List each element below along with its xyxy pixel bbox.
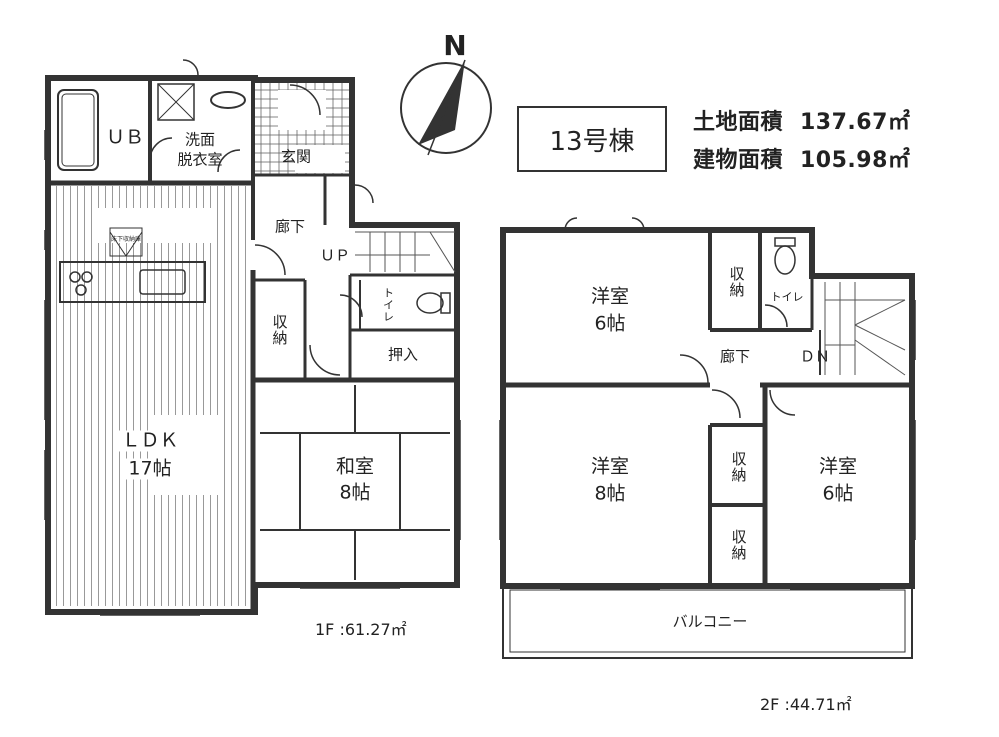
hallway-2f-label: 廊下 bbox=[719, 347, 751, 366]
compass bbox=[400, 59, 492, 156]
bathtub bbox=[57, 89, 99, 171]
balcony-outline bbox=[502, 585, 913, 659]
floor1-area: 1F :61.27㎡ bbox=[315, 620, 407, 639]
floor1-plan bbox=[44, 59, 461, 616]
building-area-value: 105.98㎡ bbox=[800, 148, 911, 173]
ldk-size: 17帖 bbox=[125, 458, 175, 480]
storage-low-label: 収納 bbox=[729, 529, 748, 561]
storage-mid-label: 収納 bbox=[729, 451, 748, 483]
western-center-size: 8帖 bbox=[594, 482, 626, 505]
floor2-area: 2F :44.71㎡ bbox=[760, 695, 852, 714]
japanese-room-size: 8帖 bbox=[339, 481, 371, 504]
building-area-label: 建物面積 bbox=[693, 148, 784, 173]
dn-label: ＤＮ bbox=[799, 347, 831, 366]
oshiire-label: 押入 bbox=[387, 345, 419, 364]
toilet-bowl-2f bbox=[774, 245, 796, 275]
storage-1f-label: 収納 bbox=[270, 314, 289, 346]
hallway-1f-label: 廊下 bbox=[274, 217, 306, 236]
balcony-label: バルコニー bbox=[672, 612, 748, 631]
kitchen-counter bbox=[59, 261, 206, 303]
western-e-size: 6帖 bbox=[822, 482, 854, 505]
washroom-label-1: 洗面 bbox=[184, 130, 216, 149]
western-center-label: 洋室 bbox=[590, 455, 630, 478]
western-e-label: 洋室 bbox=[818, 455, 858, 478]
up-label: ＵＰ bbox=[319, 246, 351, 265]
western-nw-label: 洋室 bbox=[590, 285, 630, 308]
floor2-outer-wall bbox=[500, 227, 915, 589]
storage-top-label: 収納 bbox=[727, 266, 746, 298]
washer-space bbox=[157, 83, 195, 121]
ub-label: ＵＢ bbox=[105, 126, 145, 149]
washroom-label-2: 脱衣室 bbox=[177, 150, 223, 169]
floor1-outer-wall bbox=[45, 75, 460, 615]
toilet-2f-label: トイレ bbox=[770, 290, 804, 304]
toilet-bowl bbox=[416, 292, 444, 314]
land-area-value: 137.67㎡ bbox=[800, 110, 911, 135]
ldk-label: ＬＤＫ bbox=[118, 430, 182, 452]
ldk-floor-pattern bbox=[56, 186, 246, 606]
japanese-room-label: 和室 bbox=[335, 455, 375, 478]
washbasin bbox=[210, 91, 246, 109]
toilet-1f-label: トイレ bbox=[381, 287, 395, 323]
floor2-plan bbox=[499, 217, 916, 659]
building-number: 13号棟 bbox=[517, 106, 667, 172]
western-nw-size: 6帖 bbox=[594, 312, 626, 335]
north-label: N bbox=[443, 29, 467, 62]
entrance-label: 玄関 bbox=[280, 147, 312, 166]
underfloor-storage-label: 床下収納庫 bbox=[110, 236, 142, 243]
land-area-label: 土地面積 bbox=[693, 110, 784, 135]
